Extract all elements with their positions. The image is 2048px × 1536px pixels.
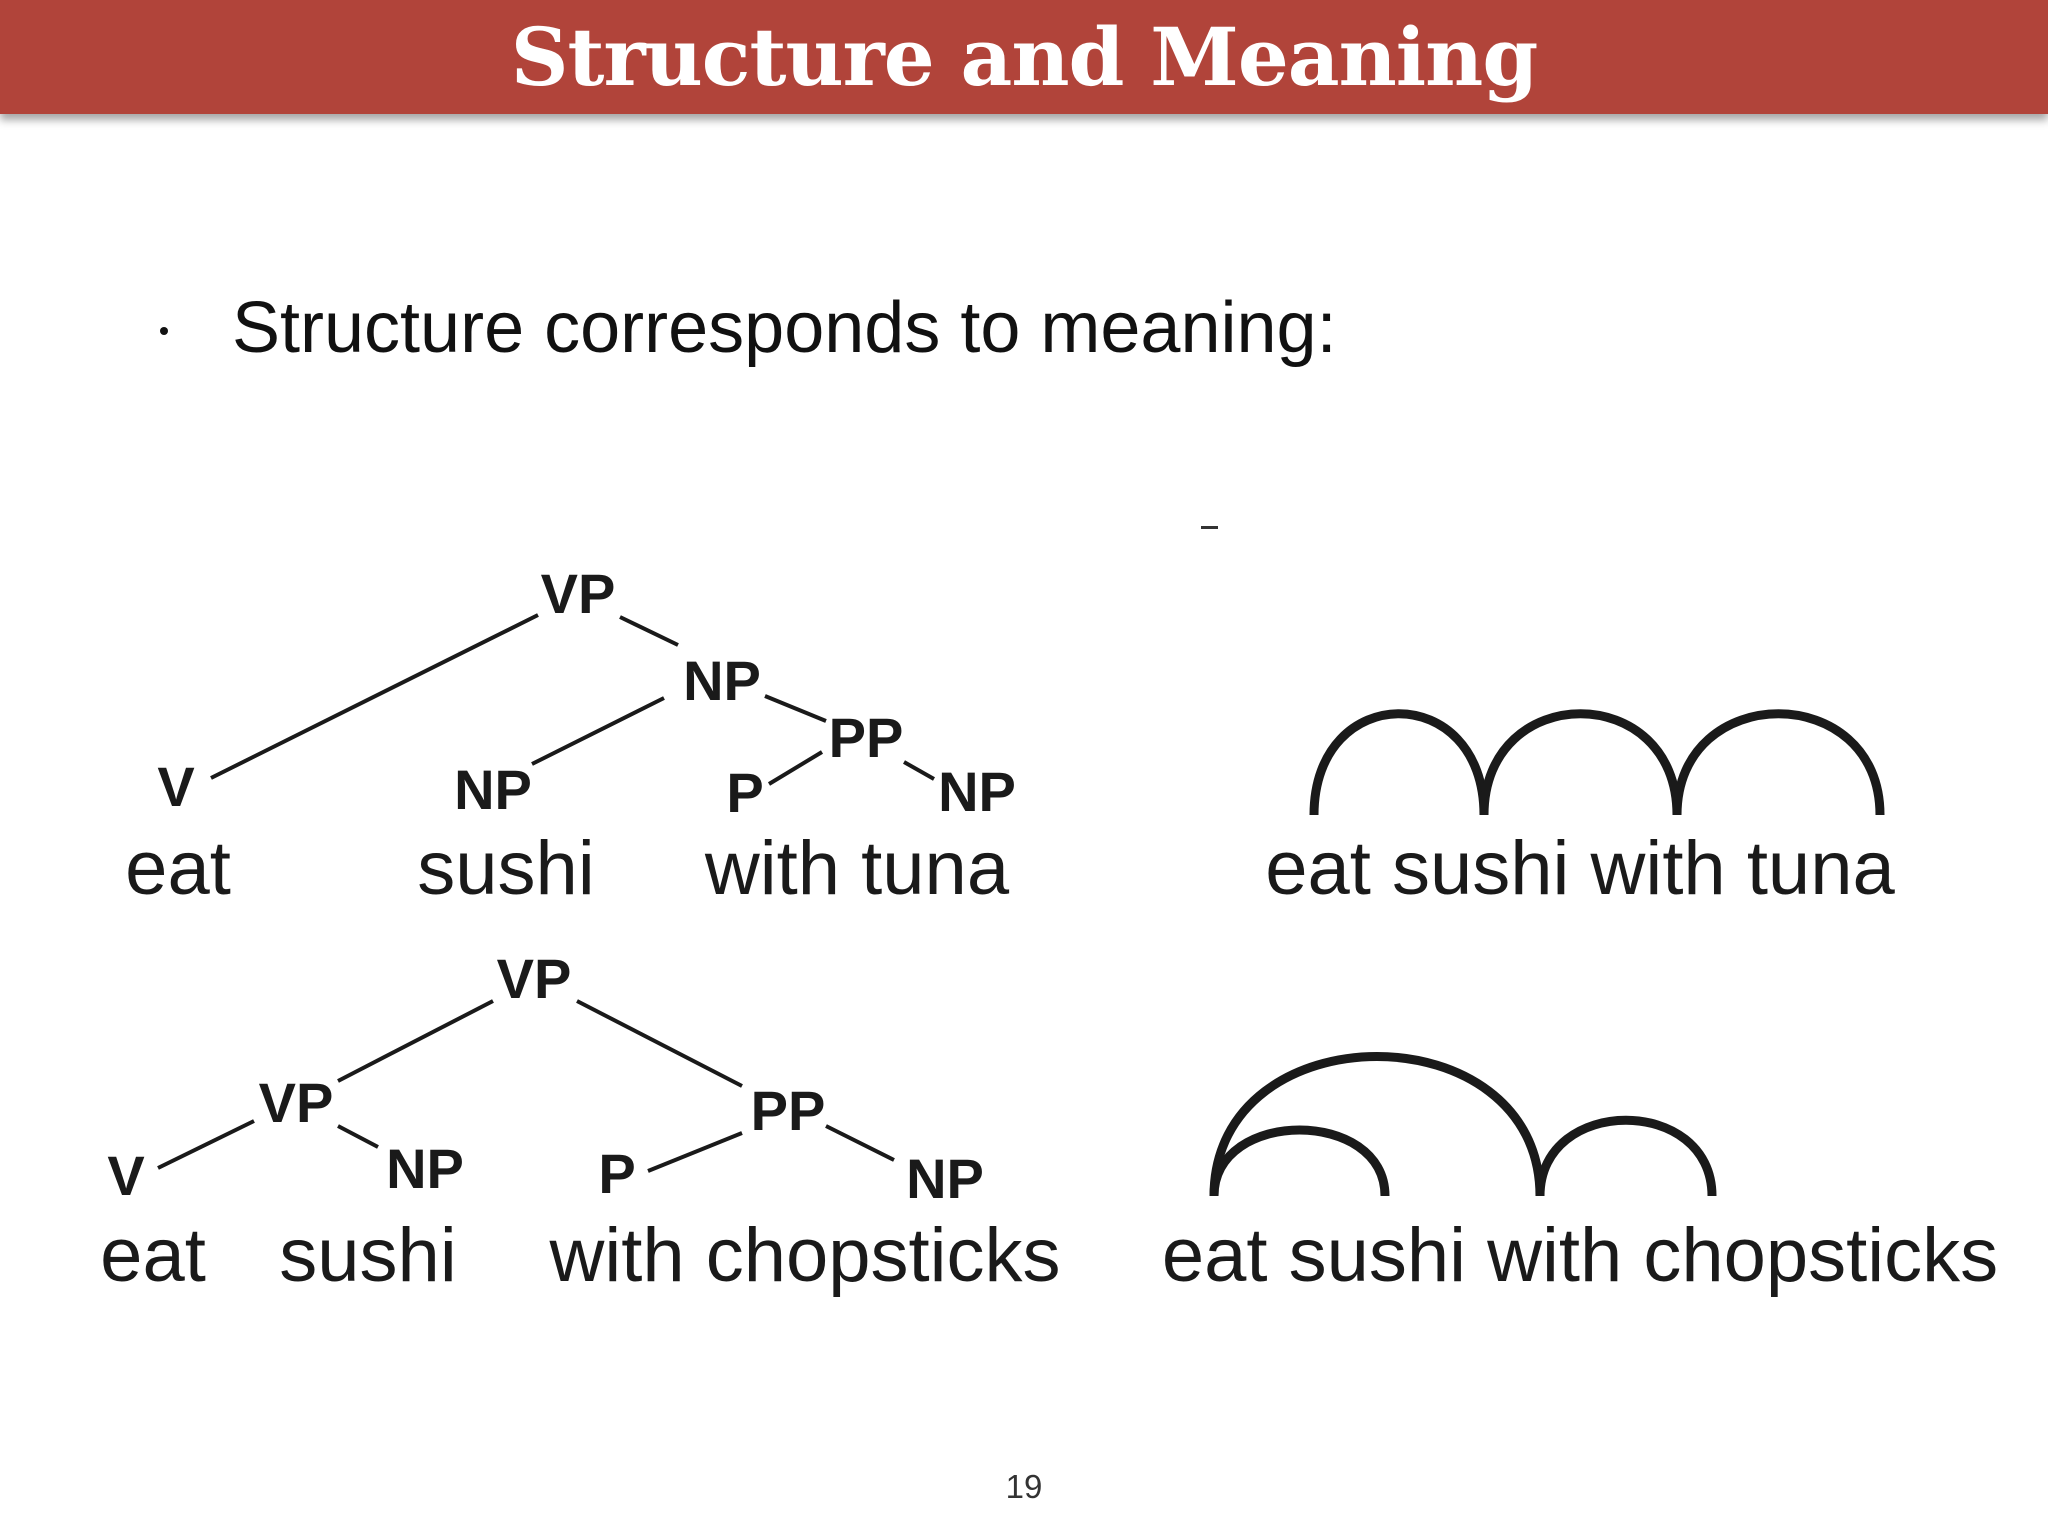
tree-edge <box>825 1124 895 1162</box>
node-p: P <box>726 761 763 824</box>
node-np-pp: NP <box>906 1147 984 1210</box>
arc-sentence: eat sushi with tuna <box>1265 826 1895 911</box>
node-pp: PP <box>751 1079 826 1142</box>
node-vp-inner: VP <box>259 1071 334 1134</box>
slide-title: Structure and Meaning <box>510 10 1538 104</box>
arc-diagram-verb-attachment: eat sushi with chopsticks <box>1162 1052 1998 1298</box>
dependency-arc <box>1535 1115 1717 1197</box>
tree-edge <box>647 1131 743 1173</box>
bullet-item: Structure corresponds to meaning: <box>160 283 1337 373</box>
bullet-text: Structure corresponds to meaning: <box>232 288 1337 368</box>
tree-edge <box>157 1119 255 1170</box>
word-eat: eat <box>100 1213 206 1298</box>
parse-tree-verb-attachment: VP VP PP V NP P NP eat sushi with chopst… <box>100 947 1060 1298</box>
word-with-tuna: with tuna <box>704 826 1010 911</box>
tree-edge <box>903 760 935 781</box>
node-pp: PP <box>829 706 904 769</box>
node-np-pp: NP <box>938 760 1016 823</box>
node-v: V <box>107 1144 144 1207</box>
word-eat: eat <box>125 826 231 911</box>
node-vp: VP <box>541 562 616 625</box>
bullet-dot <box>160 327 168 335</box>
word-sushi: sushi <box>279 1213 456 1298</box>
tree-edge <box>576 999 743 1088</box>
node-np-object: NP <box>386 1137 464 1200</box>
word-sushi: sushi <box>417 826 594 911</box>
dependency-arc <box>1209 1052 1545 1197</box>
tree-edge <box>767 750 824 786</box>
title-bar: Structure and Meaning <box>0 0 2048 114</box>
arc-sentence: eat sushi with chopsticks <box>1162 1213 1998 1298</box>
dependency-arc <box>1309 709 1489 816</box>
tree-edge <box>210 613 539 780</box>
word-with-chopsticks: with chopsticks <box>548 1213 1060 1298</box>
node-p: P <box>598 1142 635 1205</box>
tree-edge <box>764 694 827 723</box>
arc-diagram-noun-attachment: eat sushi with tuna <box>1265 709 1895 911</box>
page-number: 19 <box>1005 1468 1043 1505</box>
dependency-arc <box>1209 1125 1390 1197</box>
dependency-arc <box>1672 709 1885 816</box>
stray-dash <box>1201 526 1218 529</box>
node-np: NP <box>683 649 761 712</box>
tree-edge <box>337 1124 379 1149</box>
node-v: V <box>157 755 194 818</box>
tree-edge <box>337 999 494 1083</box>
tree-edge <box>619 615 679 647</box>
parse-tree-noun-attachment: VP NP PP V NP P NP eat sushi with tuna <box>125 562 1016 911</box>
tree-edge <box>531 696 665 766</box>
node-vp-top: VP <box>497 947 572 1010</box>
node-np-object: NP <box>454 758 532 821</box>
dependency-arc <box>1479 709 1682 816</box>
